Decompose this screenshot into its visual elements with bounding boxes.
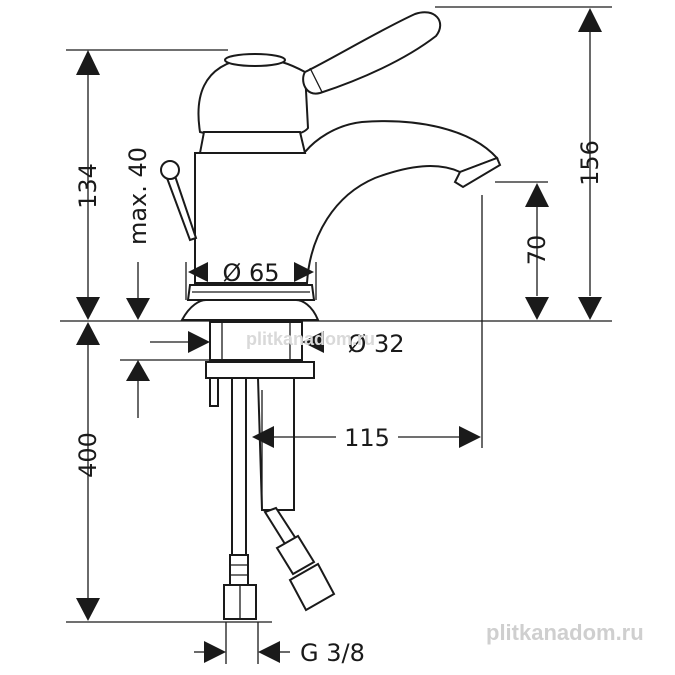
popup-rod [165,174,198,242]
dim-32: Ø 32 [150,330,405,358]
mounting-shank [209,321,303,361]
lever-hub [197,56,310,140]
lever-handle [302,11,442,95]
watermark-corner: plitkanadom.ru [486,620,644,645]
hose-left [231,377,247,556]
label-115: 115 [344,424,390,452]
label-32: Ø 32 [347,330,404,358]
dim-max40: max. 40 [124,147,152,418]
label-70: 70 [523,235,551,266]
lever-joint-line [309,67,323,93]
label-65: Ø 65 [222,259,279,287]
spout-aerator [453,156,502,189]
under-counter-parts [205,321,336,620]
label-156: 156 [576,140,604,186]
dim-115: 115 [252,424,481,452]
popup-linkage [256,377,295,511]
fixing-nut [209,377,219,407]
dim-400: 400 [74,322,102,621]
lever-cap [224,53,286,67]
hose-right-crimp [275,534,316,576]
dim-65: Ø 65 [188,259,314,287]
dim-g38: G 3/8 [194,639,365,667]
dim-134: 134 [74,50,102,320]
dim-156: 156 [576,8,604,320]
label-400: 400 [74,432,102,478]
label-max40: max. 40 [124,147,152,245]
fixing-plate [205,361,315,379]
base-plate [180,299,320,321]
faucet-outline [160,11,502,321]
hose-right-nut [288,562,336,612]
dim-70: 70 [523,183,551,320]
label-134: 134 [74,163,102,209]
reference-lines [60,6,612,664]
lever-collar [198,131,307,154]
watermark-center: plitkanadom.ru [246,329,375,349]
hose-left-crimp [229,554,249,586]
label-g38: G 3/8 [300,639,365,667]
popup-knob [160,160,180,180]
